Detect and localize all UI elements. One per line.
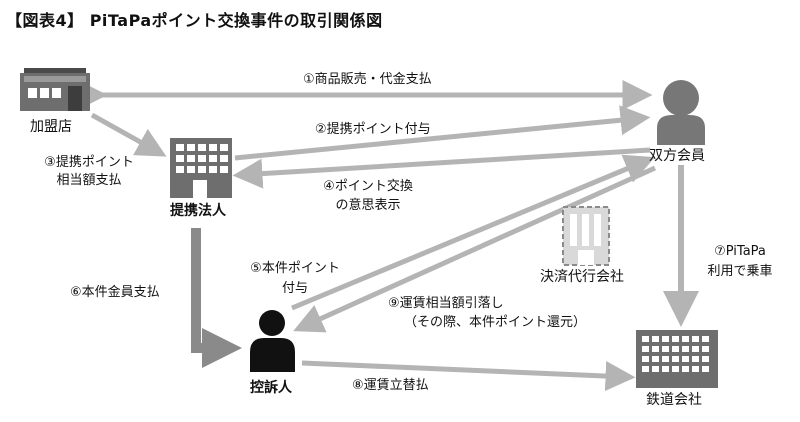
diagram-title: 【図表4】 PiTaPaポイント交換事件の取引関係図 bbox=[6, 11, 383, 30]
appellant-person-icon bbox=[250, 310, 295, 372]
flow-label-5-line2: 付与 bbox=[281, 281, 308, 296]
flow-label-1: ①商品販売・代金支払 bbox=[303, 72, 432, 87]
arrow-3 bbox=[90, 112, 167, 157]
flow-label-3-line2: 相当額支払 bbox=[56, 173, 122, 188]
arrow-6 bbox=[191, 228, 242, 368]
label-partner-corp: 提携法人 bbox=[170, 203, 226, 219]
arrow-8 bbox=[301, 360, 636, 392]
flow-label-3-line1: ③提携ポイント bbox=[44, 155, 134, 170]
flow-label-9-line1: ⑨運賃相当額引落し bbox=[388, 296, 504, 311]
flow-label-4-line1: ④ポイント交換 bbox=[323, 179, 413, 194]
office-building-icon bbox=[170, 138, 232, 198]
arrow-9 bbox=[293, 165, 657, 333]
flow-label-2: ②提携ポイント付与 bbox=[315, 122, 431, 137]
flow-label-9-line2: （その際、本件ポイント還元） bbox=[404, 315, 587, 330]
label-settlement-agent: 決済代行会社 bbox=[540, 269, 624, 285]
flow-label-4-line2: の意思表示 bbox=[335, 198, 401, 213]
railway-building-icon bbox=[636, 330, 718, 388]
arrow-4 bbox=[232, 147, 651, 189]
arrow-5 bbox=[291, 154, 655, 311]
settlement-building-icon bbox=[562, 206, 610, 266]
arrow-2 bbox=[234, 105, 651, 161]
label-both-member: 双方会員 bbox=[649, 148, 705, 164]
flow-label-5-line1: ⑤本件ポイント bbox=[250, 261, 340, 276]
label-railway: 鉄道会社 bbox=[646, 392, 702, 408]
flow-label-6: ⑥本件金員支払 bbox=[70, 285, 160, 300]
flow-label-7-line2: 利用で乗車 bbox=[707, 264, 773, 279]
store-icon bbox=[20, 68, 90, 111]
label-appellant: 控訴人 bbox=[250, 380, 292, 396]
flow-label-8: ⑧運賃立替払 bbox=[352, 378, 429, 393]
flow-label-7-line1: ⑦PiTaPa bbox=[714, 244, 766, 259]
label-member-store: 加盟店 bbox=[30, 119, 72, 135]
member-person-icon bbox=[657, 80, 705, 145]
